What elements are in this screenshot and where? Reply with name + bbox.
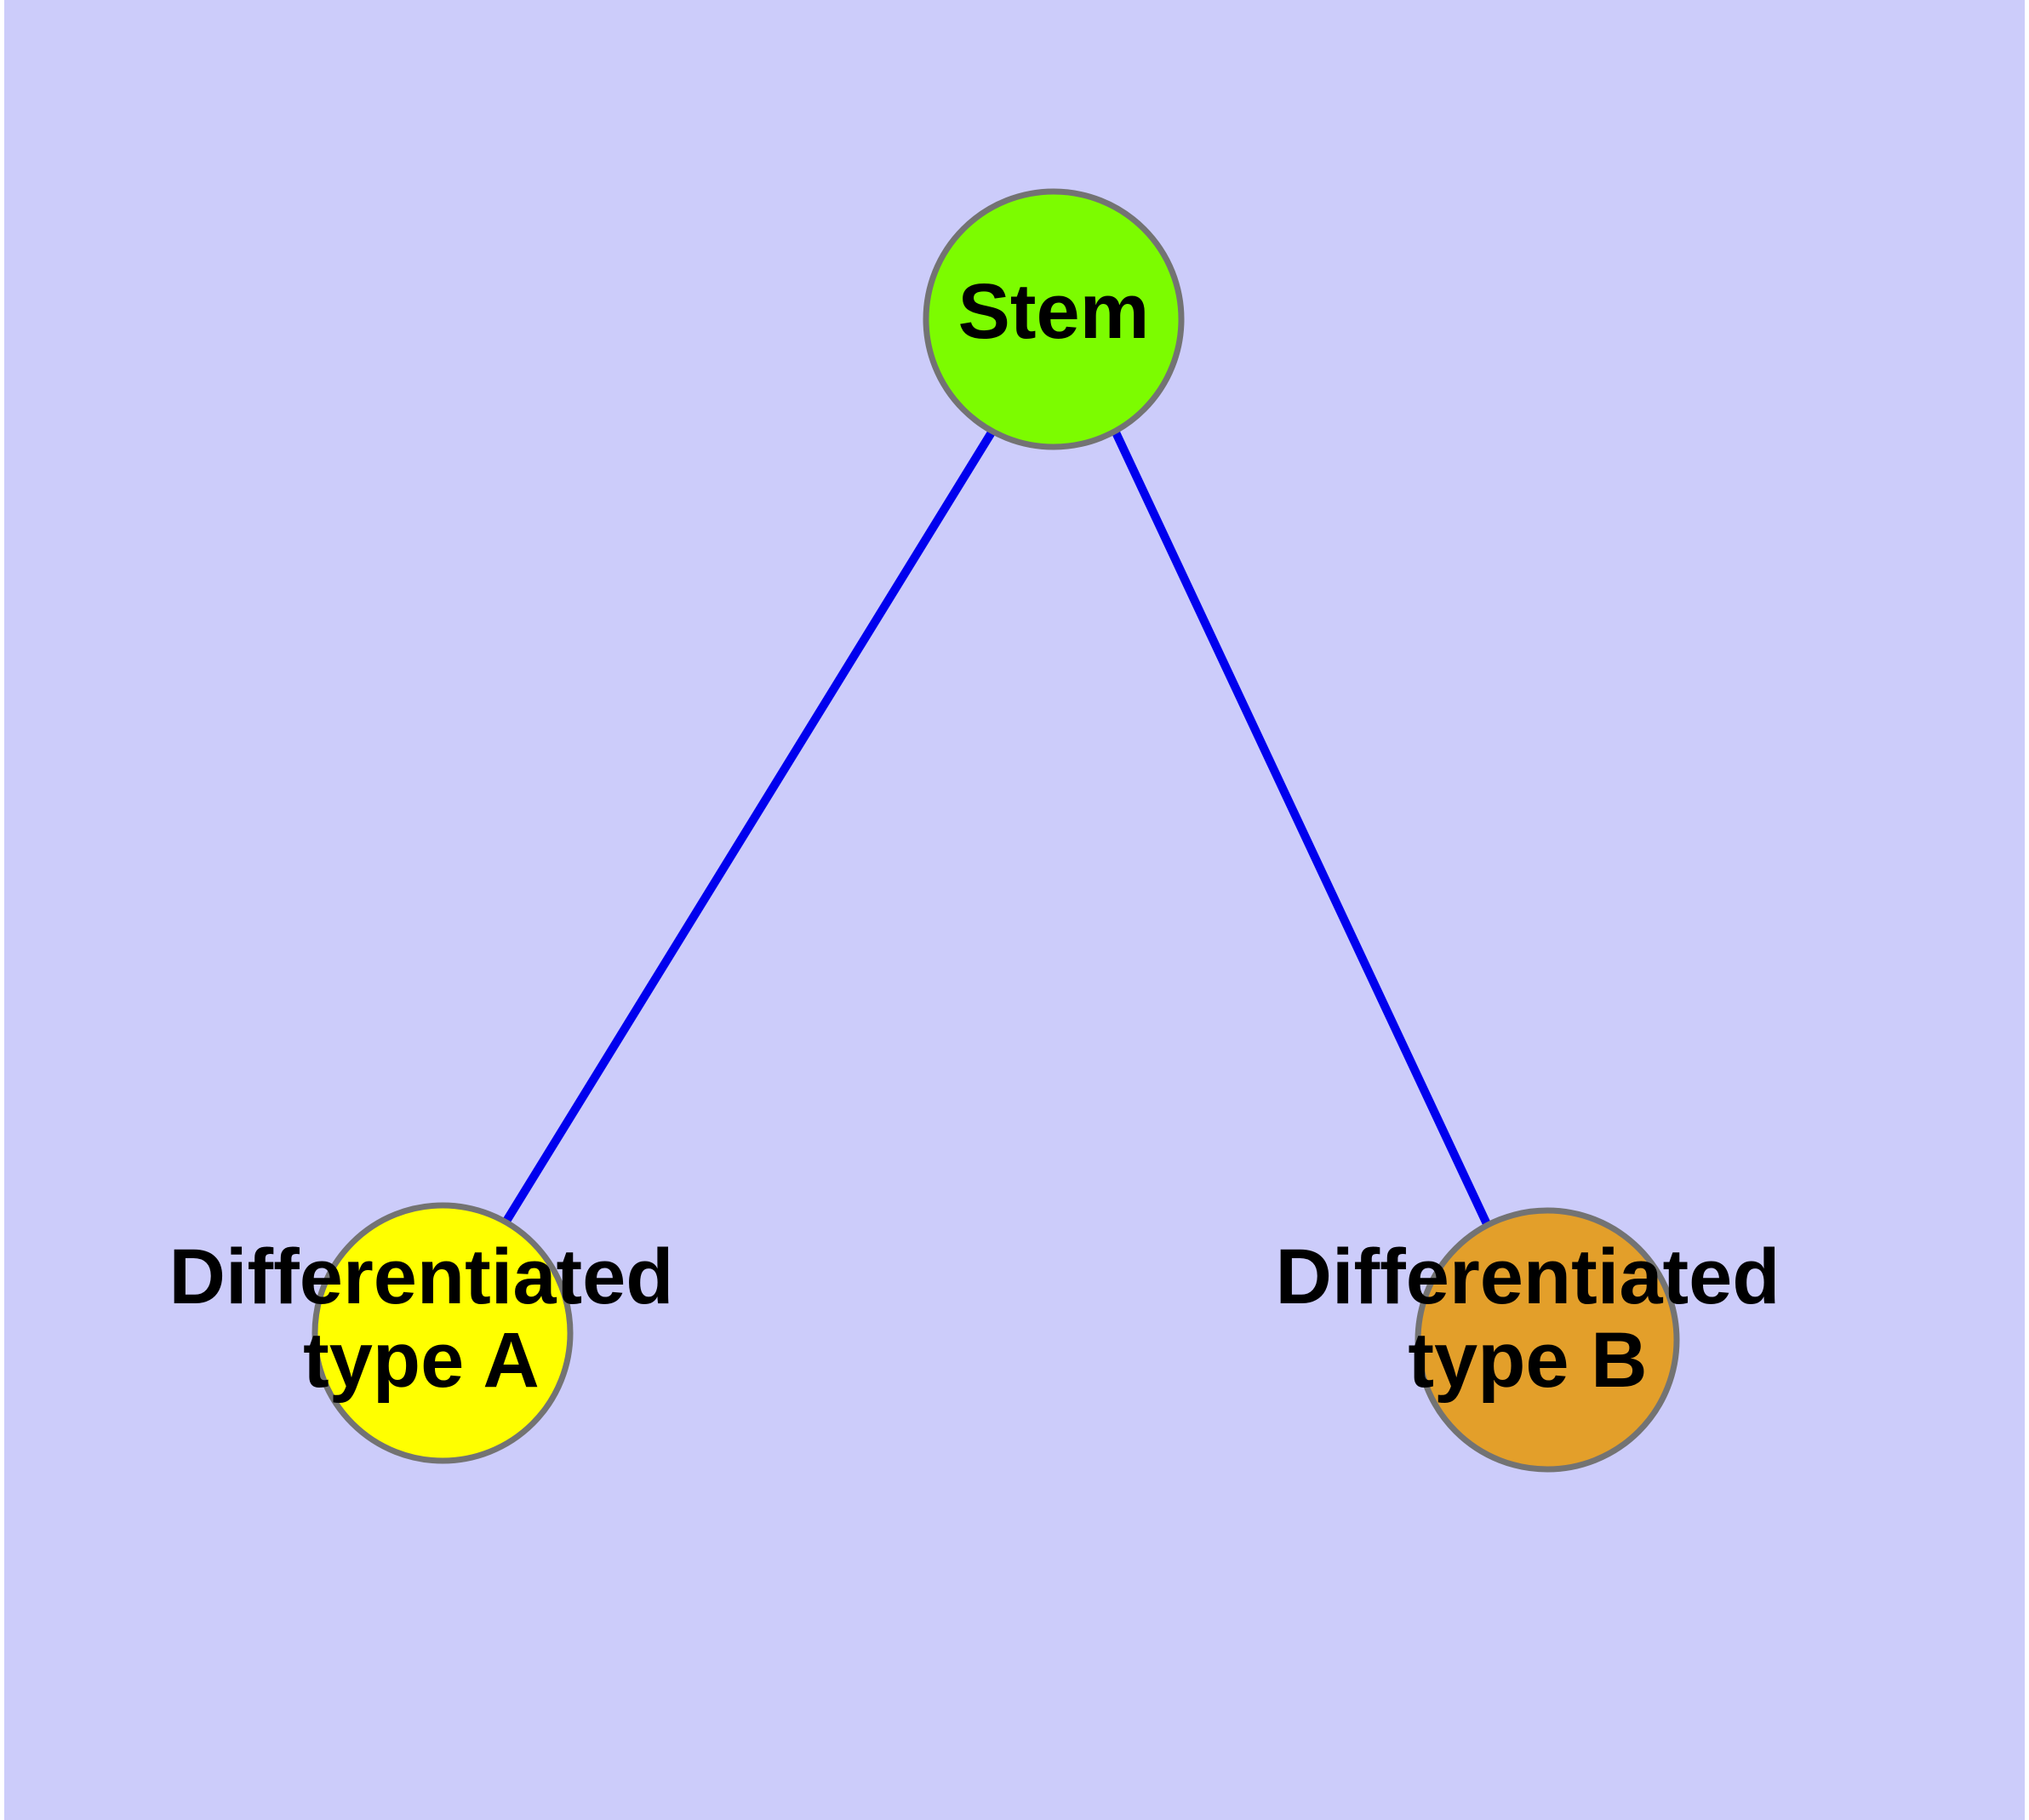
node-diff-a[interactable] xyxy=(311,1202,574,1464)
edge-stem-to-diff-b xyxy=(1112,430,1492,1228)
node-stem[interactable] xyxy=(923,188,1185,450)
node-diff-b[interactable] xyxy=(1415,1207,1680,1473)
edge-stem-to-diff-a xyxy=(501,430,996,1225)
node-layer xyxy=(311,188,1680,1473)
edge-layer xyxy=(501,430,1492,1228)
